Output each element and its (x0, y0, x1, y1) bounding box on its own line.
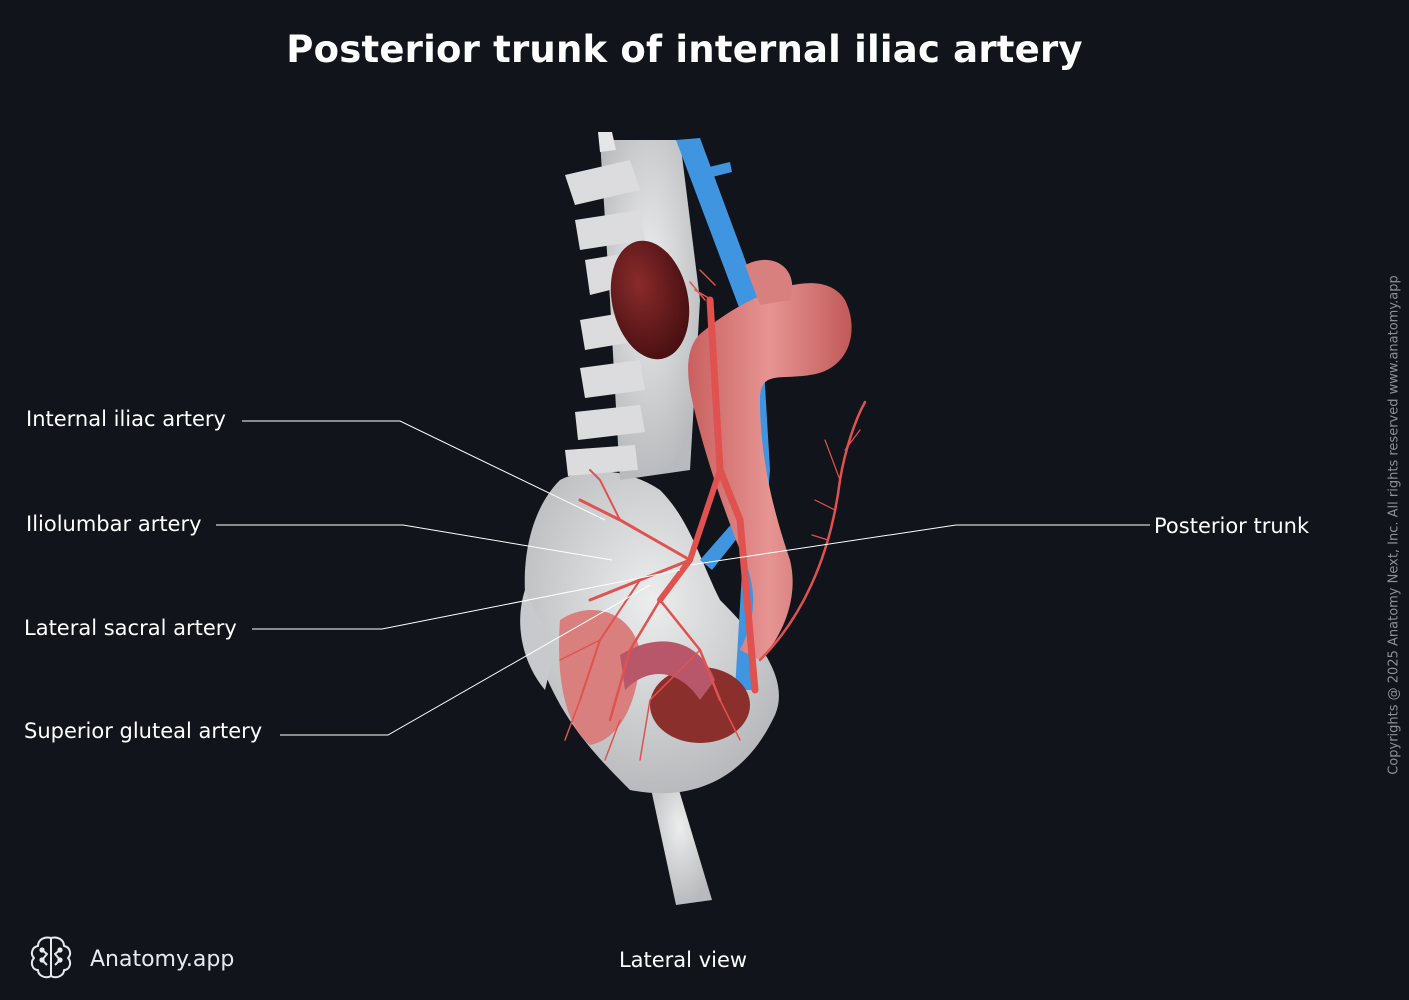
page-title: Posterior trunk of internal iliac artery (286, 28, 1083, 71)
leader-posterior-trunk (689, 524, 1150, 566)
leader-superior-gluteal (280, 584, 651, 736)
brand[interactable]: Anatomy.app (26, 934, 234, 984)
copyright-notice: Copyrights @ 2025 Anatomy Next, Inc. All… (1386, 275, 1402, 775)
label-internal-iliac-artery: Internal iliac artery (26, 407, 226, 431)
femur (648, 775, 712, 905)
label-iliolumbar-artery: Iliolumbar artery (26, 512, 202, 536)
brand-name: Anatomy.app (90, 946, 235, 972)
label-lateral-sacral-artery: Lateral sacral artery (24, 616, 237, 640)
brain-icon (26, 932, 76, 986)
arteries (559, 269, 867, 761)
kidney (610, 240, 690, 360)
label-posterior-trunk: Posterior trunk (1154, 514, 1310, 538)
leader-iliolumbar (216, 524, 613, 561)
view-caption: Lateral view (618, 948, 748, 972)
leader-lateral-sacral (252, 569, 681, 630)
colon (688, 259, 852, 660)
leader-lines (216, 420, 1150, 736)
pelvic-organs (559, 610, 750, 745)
leader-internal-iliac (242, 420, 606, 521)
label-superior-gluteal-artery: Superior gluteal artery (24, 719, 263, 743)
